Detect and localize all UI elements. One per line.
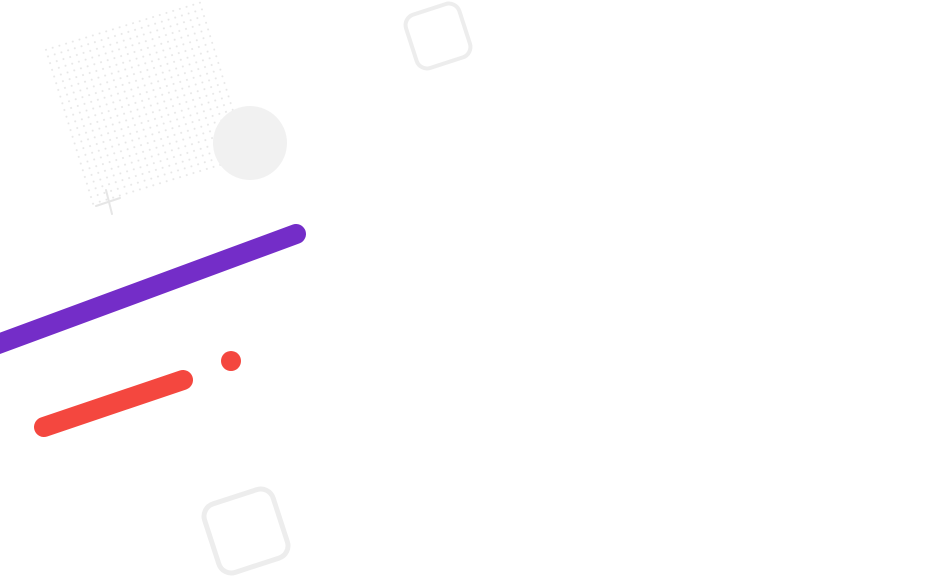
diagonal-stroke-red-icon — [34, 370, 193, 437]
diagonal-stroke-purple-icon — [0, 224, 306, 354]
rounded-square-outline-icon — [201, 486, 291, 576]
dot-shape-icon — [221, 351, 241, 371]
circle-shape-icon — [213, 106, 287, 180]
rounded-square-outline-icon — [403, 1, 473, 71]
plus-icon — [95, 189, 121, 215]
dot-grid-pattern-icon — [42, 1, 249, 208]
